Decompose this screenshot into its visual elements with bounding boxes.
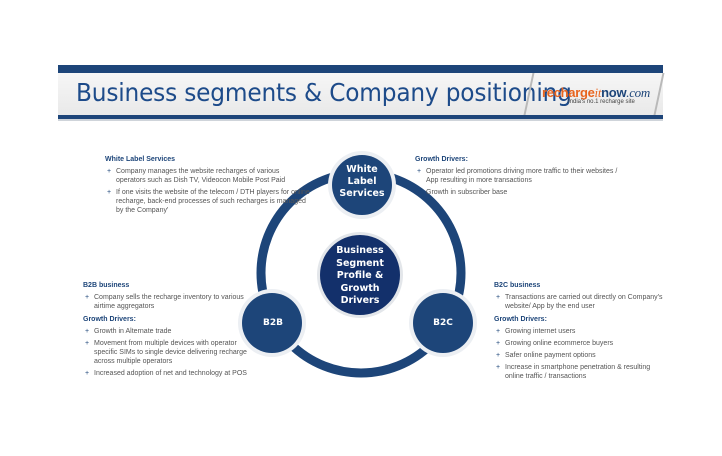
page-title: Business segments & Company positioning xyxy=(76,78,572,107)
plus-bullet-icon: + xyxy=(496,352,501,359)
list-item: +Transactions are carried out directly o… xyxy=(496,294,663,310)
plus-bullet-icon: + xyxy=(85,340,90,347)
list-item: +Growing internet users xyxy=(496,328,576,335)
logo-text-now: now xyxy=(601,85,627,100)
list-item: +Increase in smartphone penetration & re… xyxy=(496,364,651,380)
header-band xyxy=(58,73,663,115)
plus-bullet-icon: + xyxy=(85,370,90,377)
node-b2b-text: B2B xyxy=(263,318,283,328)
header-shadow xyxy=(58,119,663,121)
plus-bullet-icon: + xyxy=(85,294,90,301)
list-item: +Company sells the recharge inventory to… xyxy=(85,294,244,310)
header-top-bar xyxy=(58,65,663,73)
b2b-growth-heading: Growth Drivers: xyxy=(83,316,136,323)
list-item: +Increased adoption of net and technolog… xyxy=(85,370,247,377)
white-label-list: +Company manages the website recharges o… xyxy=(105,167,310,215)
list-item: +Operator led promotions driving more tr… xyxy=(417,168,618,184)
growth-drivers-heading: Growth Drivers: xyxy=(415,156,468,163)
center-line: Profile & xyxy=(336,270,384,281)
b2b-block: B2B business +Company sells the recharge… xyxy=(83,281,258,382)
list-item: +Growing online ecommerce buyers xyxy=(496,340,614,347)
b2c-block: B2C business +Transactions are carried o… xyxy=(494,281,669,385)
white-label-growth-block: Growth Drivers: +Operator led promotions… xyxy=(415,155,625,201)
node-white-label-line: Services xyxy=(339,188,385,199)
b2c-growth-heading: Growth Drivers: xyxy=(494,316,547,323)
center-line: Segment xyxy=(336,257,384,269)
node-b2c-text: B2C xyxy=(433,318,453,328)
logo-text-com: .com xyxy=(626,85,650,100)
list-item: +If one visits the website of the teleco… xyxy=(107,189,310,214)
center-line: Drivers xyxy=(340,295,380,306)
center-line: Growth xyxy=(340,282,380,294)
plus-bullet-icon: + xyxy=(107,168,112,175)
list-item: +Movement from multiple devices with ope… xyxy=(85,340,247,365)
b2c-heading: B2C business xyxy=(494,282,541,289)
plus-bullet-icon: + xyxy=(496,328,501,335)
plus-bullet-icon: + xyxy=(496,340,501,347)
logo-text-recharge: recharge xyxy=(542,85,595,100)
b2b-heading: B2B business xyxy=(83,282,130,289)
list-item: +Growth in Alternate trade xyxy=(85,328,172,335)
node-white-label-text: White Label Services xyxy=(334,164,390,200)
b2b-list: +Company sells the recharge inventory to… xyxy=(83,293,258,311)
white-label-block: White Label Services +Company manages th… xyxy=(105,155,310,219)
list-item: +Safer online payment options xyxy=(496,352,596,359)
center-node-text: Business Segment Profile & Growth Driver… xyxy=(320,245,400,308)
b2c-growth-list: +Growing internet users +Growing online … xyxy=(494,327,669,381)
plus-bullet-icon: + xyxy=(107,189,112,196)
b2b-growth-list: +Growth in Alternate trade +Movement fro… xyxy=(83,327,258,378)
node-white-label-line: White xyxy=(346,164,378,175)
white-label-heading: White Label Services xyxy=(105,156,176,163)
plus-bullet-icon: + xyxy=(496,364,501,371)
header-bottom-bar xyxy=(58,115,663,119)
plus-bullet-icon: + xyxy=(85,328,90,335)
company-logo: rechargeitnow.com xyxy=(542,84,650,102)
plus-bullet-icon: + xyxy=(417,189,422,196)
logo-text-it: it xyxy=(594,85,602,100)
b2c-list: +Transactions are carried out directly o… xyxy=(494,293,669,311)
list-item: +Company manages the website recharges o… xyxy=(107,168,286,184)
node-white-label-line: Label xyxy=(347,176,377,187)
plus-bullet-icon: + xyxy=(417,168,422,175)
center-line: Business xyxy=(336,245,384,256)
logo-tagline: India's no.1 recharge site xyxy=(568,99,635,105)
list-item: +Growth in subscriber base xyxy=(417,189,508,196)
growth-drivers-list: +Operator led promotions driving more tr… xyxy=(415,167,625,197)
plus-bullet-icon: + xyxy=(496,294,501,301)
